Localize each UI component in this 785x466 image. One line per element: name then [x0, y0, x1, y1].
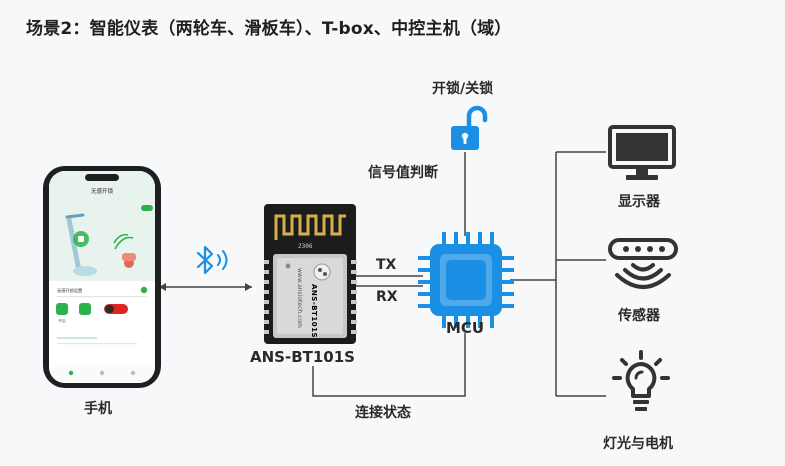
status-line	[312, 333, 466, 397]
rx-label: RX	[376, 289, 398, 305]
peripheral-label-1: 传感器	[618, 308, 660, 324]
svg-text:开启: 开启	[58, 318, 66, 323]
status-label: 连接状态	[355, 405, 411, 421]
mcu-chip	[418, 232, 514, 328]
lightbulb-icon	[612, 350, 670, 411]
app-title: 无感开锁	[91, 187, 114, 195]
chip-model: ANS-BT101S	[310, 284, 318, 338]
tx-label: TX	[376, 257, 397, 273]
module-label: ANS-BT101S	[250, 348, 355, 366]
mcu-label: MCU	[446, 319, 485, 337]
monitor-icon	[608, 125, 676, 180]
sensor-icon	[608, 238, 678, 289]
chip-url: www.ansiotech.com	[296, 268, 303, 328]
page-title: 场景2：智能仪表（两轮车、滑板车）、T-box、中控主机（域）	[26, 19, 512, 39]
bluetooth-icon	[196, 245, 228, 275]
antenna-code: 2306	[298, 243, 313, 250]
svg-text:无感开锁设置: 无感开锁设置	[57, 287, 82, 294]
peripheral-label-2: 灯光与电机	[603, 436, 673, 452]
bluetooth-module: 2306 ANS-BT101S www.ansiotech.com	[264, 204, 357, 344]
signal-label: 信号值判断	[368, 165, 438, 181]
peripheral-label-0: 显示器	[618, 194, 660, 210]
lock-label: 开锁/关锁	[432, 81, 494, 97]
unlock-icon	[451, 105, 488, 150]
phone-screen: 无感开锁 无感开锁设置 开启	[49, 171, 155, 383]
arrow-left	[159, 283, 166, 291]
arrow-right	[245, 283, 252, 291]
phone-label: 手机	[84, 401, 112, 417]
